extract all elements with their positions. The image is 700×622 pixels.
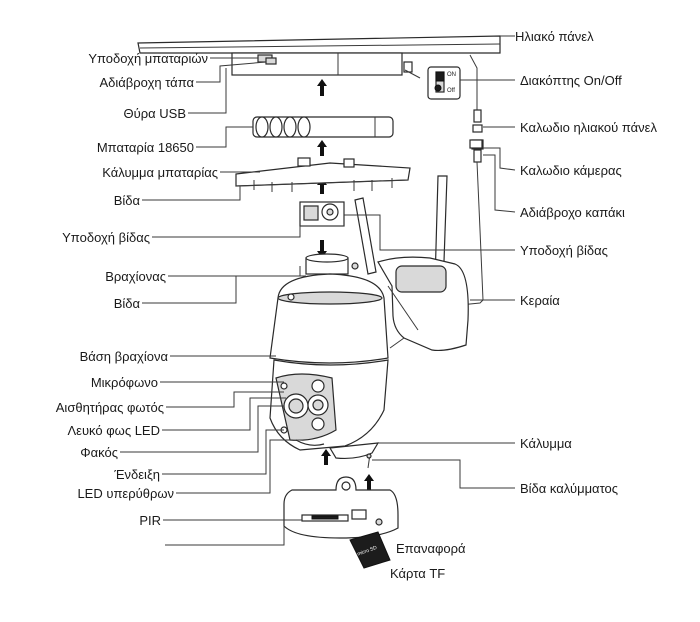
bottom-cover <box>329 442 380 469</box>
labels: Ηλιακό πάνελ Διακόπτης On/Off Καλωδιο ηλ… <box>56 29 658 581</box>
onoff-switch-illustration: ON Off <box>427 66 461 100</box>
pir-module <box>283 476 399 539</box>
label-battery-holder: Υποδοχή μπαταριών <box>88 51 208 66</box>
label-bracket-base: Βάση βραχίονα <box>80 349 169 364</box>
label-screw-mount-right: Υποδοχή βίδας <box>520 243 608 258</box>
label-light-sensor: Αισθητήρας φωτός <box>56 400 164 415</box>
label-microphone: Μικρόφωνο <box>91 375 158 390</box>
batteries-18650 <box>252 116 394 138</box>
switch-off-text: Off <box>447 88 455 94</box>
label-cover: Κάλυμμα <box>520 436 572 451</box>
solar-panel <box>137 35 501 54</box>
label-white-led: Λευκό φως LED <box>67 423 160 438</box>
switch-on-text: ON <box>447 72 456 78</box>
label-waterproof-cap: Αδιάβροχο καπάκι <box>520 205 625 220</box>
leader-lines <box>120 35 516 546</box>
battery-holder-box <box>231 52 413 76</box>
label-tf-card: Κάρτα TF <box>390 566 445 581</box>
label-screw-top: Βίδα <box>114 193 141 208</box>
label-solar-cable: Καλωδιο ηλιακού πάνελ <box>520 120 657 135</box>
label-battery-18650: Μπαταρία 18650 <box>97 140 194 155</box>
label-indicator: Ένδειξη <box>113 467 160 482</box>
label-screw-mid: Βίδα <box>114 296 141 311</box>
battery-cover-plate <box>235 139 483 192</box>
label-solar-panel: Ηλιακό πάνελ <box>515 29 594 44</box>
label-reset: Επαναφορά <box>396 541 466 556</box>
label-battery-cover: Κάλυμμα μπαταρίας <box>102 165 218 180</box>
label-lens: Φακός <box>80 445 118 460</box>
label-screw-mount-left: Υποδοχή βίδας <box>62 230 150 245</box>
label-pir: PIR <box>139 513 161 528</box>
label-antenna: Κεραία <box>520 293 560 308</box>
label-ir-led: LED υπερύθρων <box>77 486 174 501</box>
label-cover-screw: Βίδα καλύμματος <box>520 481 618 496</box>
camera-body <box>269 253 469 451</box>
label-waterproof-plug: Αδιάβροχη τάπα <box>100 75 195 90</box>
tf-card-illustration: micro SD <box>349 531 391 569</box>
label-onoff-switch: Διακόπτης On/Off <box>520 73 622 88</box>
label-bracket: Βραχίονας <box>105 269 166 284</box>
screw-mount <box>299 201 345 227</box>
label-usb-port: Θύρα USB <box>124 106 186 121</box>
label-camera-cable: Καλωδιο κάμερας <box>520 163 622 178</box>
